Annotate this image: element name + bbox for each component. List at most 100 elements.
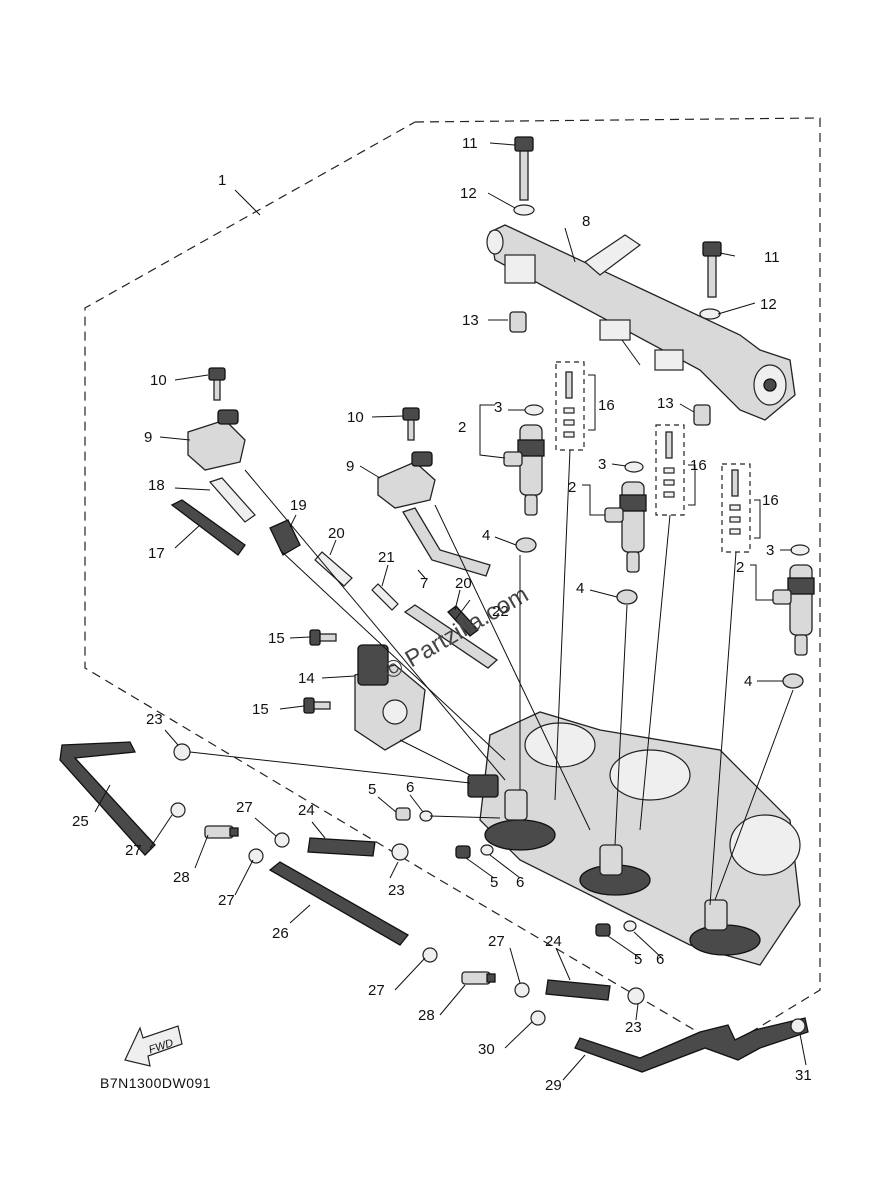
callout-28: 28 <box>418 1007 435 1024</box>
fuel-rail[interactable] <box>486 224 796 421</box>
hose[interactable] <box>371 583 399 611</box>
callout-15: 15 <box>252 701 269 718</box>
bolt[interactable] <box>514 136 534 201</box>
callout-11: 11 <box>462 135 478 152</box>
callout-24: 24 <box>545 933 562 950</box>
washer[interactable] <box>699 308 721 320</box>
adjust-screw[interactable] <box>455 845 471 859</box>
fuel-injector[interactable] <box>503 424 545 516</box>
callout-10: 10 <box>150 372 167 389</box>
callout-20: 20 <box>328 525 345 542</box>
o-ring[interactable] <box>623 920 637 932</box>
callout-16: 16 <box>762 492 779 509</box>
throttle-position-sensor[interactable] <box>354 644 426 751</box>
intake-air-pressure-sensor[interactable] <box>377 451 436 509</box>
o-ring[interactable] <box>790 544 810 556</box>
hose-clamp[interactable] <box>514 982 530 998</box>
injector-seal[interactable] <box>616 589 638 605</box>
adjust-screw[interactable] <box>395 807 411 821</box>
screw[interactable] <box>309 629 337 646</box>
callout-30: 30 <box>478 1041 495 1058</box>
callout-24: 24 <box>298 802 315 819</box>
assembly-boundary <box>84 117 821 1049</box>
hose-fitting[interactable] <box>461 971 496 985</box>
collar[interactable] <box>509 311 527 333</box>
hose-clamp[interactable] <box>248 848 264 864</box>
hose-clamp[interactable] <box>274 832 290 848</box>
callout-16: 16 <box>598 397 615 414</box>
callout-2: 2 <box>568 479 576 496</box>
hose[interactable] <box>545 979 611 1001</box>
injector-seal[interactable] <box>515 537 537 553</box>
callout-27: 27 <box>125 842 142 859</box>
o-ring[interactable] <box>524 404 544 416</box>
hose-clamp[interactable] <box>170 802 186 818</box>
callout-19: 19 <box>290 497 307 514</box>
callout-4: 4 <box>744 673 752 690</box>
hose[interactable] <box>307 837 376 857</box>
hose[interactable] <box>402 507 491 577</box>
callout-2: 2 <box>736 559 744 576</box>
callout-labels: 1 11 12 8 11 12 13 13 10 9 10 9 3 2 16 3… <box>72 135 812 1094</box>
fuel-injector[interactable] <box>772 564 815 656</box>
injector-seal[interactable] <box>782 673 804 689</box>
callout-31: 31 <box>795 1067 812 1084</box>
callout-3: 3 <box>598 456 606 473</box>
callout-25: 25 <box>72 813 89 830</box>
hose-clamp[interactable] <box>790 1018 806 1034</box>
callout-15: 15 <box>268 630 285 647</box>
callout-21: 21 <box>378 549 395 566</box>
callout-5: 5 <box>368 781 376 798</box>
injector-kit[interactable] <box>555 361 585 451</box>
callout-27: 27 <box>488 933 505 950</box>
hose-clamp[interactable] <box>391 843 409 861</box>
callout-27: 27 <box>218 892 235 909</box>
injector-kit[interactable] <box>721 463 751 553</box>
callout-6: 6 <box>516 874 524 891</box>
hose-clamp[interactable] <box>173 743 191 761</box>
callout-5: 5 <box>634 951 642 968</box>
hose[interactable] <box>170 499 246 556</box>
fuel-injector[interactable] <box>604 481 647 573</box>
injector-kit[interactable] <box>655 424 685 516</box>
callout-23: 23 <box>146 711 163 728</box>
callout-7: 7 <box>420 575 428 592</box>
washer[interactable] <box>513 204 535 216</box>
callout-3: 3 <box>494 399 502 416</box>
callout-2: 2 <box>458 419 466 436</box>
callout-18: 18 <box>148 477 165 494</box>
adjust-screw[interactable] <box>595 923 611 937</box>
callout-9: 9 <box>346 458 354 475</box>
bolt[interactable] <box>702 241 722 298</box>
callout-9: 9 <box>144 429 152 446</box>
hose[interactable] <box>447 605 479 637</box>
callout-13: 13 <box>462 312 479 329</box>
callout-12: 12 <box>460 185 477 202</box>
hose[interactable] <box>574 1017 809 1073</box>
screw[interactable] <box>402 407 420 441</box>
hose-clamp[interactable] <box>422 947 438 963</box>
hose[interactable] <box>403 604 499 669</box>
screw[interactable] <box>208 367 226 401</box>
hose[interactable] <box>268 861 409 946</box>
o-ring[interactable] <box>480 844 494 856</box>
callout-3: 3 <box>766 542 774 559</box>
joint[interactable] <box>269 519 301 556</box>
callout-4: 4 <box>576 580 584 597</box>
callout-6: 6 <box>656 951 664 968</box>
collar[interactable] <box>693 404 711 426</box>
hose[interactable] <box>208 477 256 523</box>
screw[interactable] <box>303 697 331 714</box>
hose[interactable] <box>59 741 156 856</box>
callout-27: 27 <box>236 799 253 816</box>
intake-air-pressure-sensor[interactable] <box>187 409 246 471</box>
callout-12: 12 <box>760 296 777 313</box>
callout-5: 5 <box>490 874 498 891</box>
hose[interactable] <box>314 551 353 587</box>
hose-fitting[interactable] <box>204 825 239 839</box>
callout-11: 11 <box>764 249 780 266</box>
hose-clamp[interactable] <box>627 987 645 1005</box>
callout-17: 17 <box>148 545 165 562</box>
o-ring[interactable] <box>624 461 644 473</box>
hose-clamp[interactable] <box>530 1010 546 1026</box>
